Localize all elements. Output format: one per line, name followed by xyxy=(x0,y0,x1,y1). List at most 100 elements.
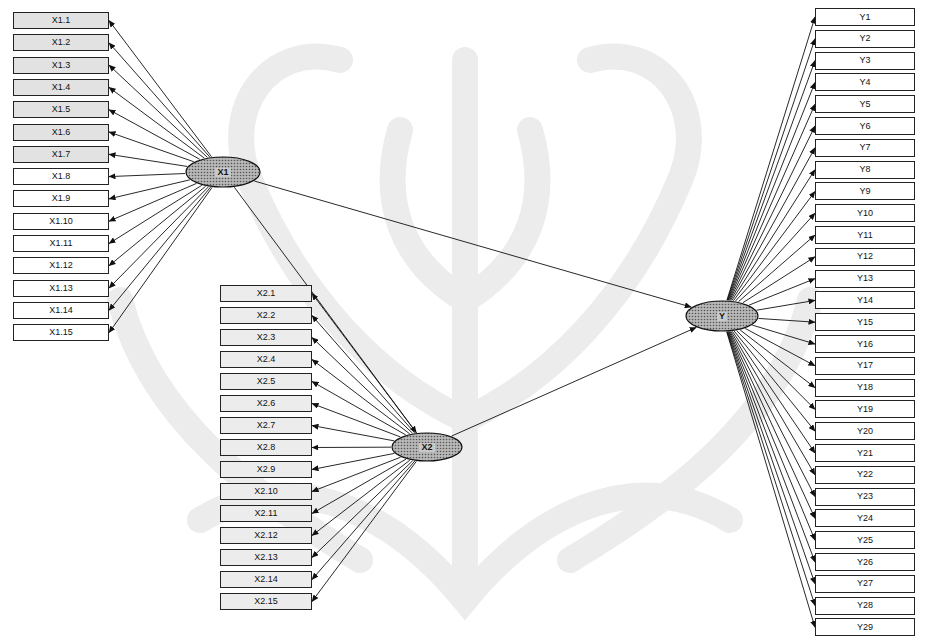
indicator-box: X2.9 xyxy=(220,461,312,478)
indicator-box: X2.7 xyxy=(220,417,312,434)
indicator-label: X2.11 xyxy=(255,509,278,518)
loading-arrow xyxy=(752,325,815,344)
indicator-box: X1.8 xyxy=(13,168,109,185)
indicator-label: Y1 xyxy=(859,13,870,22)
loading-arrow xyxy=(109,187,211,310)
indicator-box: Y5 xyxy=(815,95,915,113)
indicator-label: X2.7 xyxy=(257,421,276,430)
loading-arrow xyxy=(109,87,204,158)
indicator-label: X1.6 xyxy=(52,128,71,137)
loading-arrow xyxy=(728,61,815,301)
latent-variable: Y xyxy=(685,300,759,332)
indicator-box: X2.8 xyxy=(220,439,312,456)
indicator-box: Y4 xyxy=(815,73,915,91)
indicator-label: X2.12 xyxy=(254,531,278,540)
indicator-label: Y23 xyxy=(857,492,873,501)
loading-arrow xyxy=(312,461,413,558)
loading-arrow xyxy=(312,338,413,434)
path-arrow xyxy=(452,327,697,436)
indicator-box: Y3 xyxy=(815,52,915,70)
indicator-label: X1.15 xyxy=(49,328,73,337)
loading-arrow xyxy=(109,187,208,288)
indicator-box: Y16 xyxy=(815,335,915,353)
indicator-box: Y28 xyxy=(815,597,915,615)
indicator-label: Y20 xyxy=(857,427,873,436)
loading-arrow xyxy=(759,318,815,322)
indicator-box: Y29 xyxy=(815,618,915,636)
loading-arrow xyxy=(312,426,394,441)
latent-label: X2 xyxy=(419,443,434,452)
indicator-box: Y15 xyxy=(815,313,915,331)
indicator-label: Y16 xyxy=(857,340,873,349)
indicator-box: X2.5 xyxy=(220,373,312,390)
loading-arrow xyxy=(109,183,196,221)
indicator-box: X1.12 xyxy=(13,257,109,274)
loading-arrow xyxy=(727,332,815,606)
indicator-box: X2.15 xyxy=(220,593,312,610)
indicator-label: X1.4 xyxy=(52,83,71,92)
indicator-box: X1.4 xyxy=(13,79,109,96)
loading-arrow xyxy=(109,187,212,332)
indicator-label: Y9 xyxy=(859,187,870,196)
indicator-box: X2.6 xyxy=(220,395,312,412)
loading-arrow xyxy=(312,460,410,535)
indicator-box: Y24 xyxy=(815,509,915,527)
loading-arrow xyxy=(731,148,815,301)
loading-arrow xyxy=(730,126,815,300)
indicator-label: Y18 xyxy=(857,383,873,392)
loading-arrow xyxy=(729,332,815,540)
indicator-box: Y6 xyxy=(815,117,915,135)
indicator-label: X1.14 xyxy=(49,306,73,315)
loading-arrow xyxy=(729,104,815,300)
loading-arrow xyxy=(733,191,815,300)
loading-arrow xyxy=(743,257,815,303)
loading-arrow xyxy=(312,459,406,513)
indicator-box: X1.7 xyxy=(13,146,109,163)
indicator-box: X1.10 xyxy=(13,213,109,230)
path-arrow xyxy=(254,181,691,307)
loading-arrow xyxy=(312,447,391,448)
latent-label: Y xyxy=(717,312,727,321)
loading-arrow xyxy=(727,332,815,584)
indicator-label: X2.3 xyxy=(257,333,276,342)
loading-arrow xyxy=(109,21,212,157)
indicator-label: X2.8 xyxy=(257,443,276,452)
loading-arrow xyxy=(312,382,406,435)
loading-arrow xyxy=(732,170,815,301)
indicator-label: X1.11 xyxy=(50,239,73,248)
indicator-box: X1.5 xyxy=(13,101,109,118)
indicator-label: Y28 xyxy=(857,601,873,610)
loading-arrow xyxy=(756,300,815,310)
indicator-label: Y17 xyxy=(857,361,873,370)
indicator-label: Y21 xyxy=(857,449,873,458)
loading-arrow xyxy=(109,174,185,177)
indicator-box: X2.10 xyxy=(220,483,312,500)
indicator-label: Y8 xyxy=(859,165,870,174)
indicator-label: Y24 xyxy=(857,514,873,523)
indicator-box: Y9 xyxy=(815,182,915,200)
indicator-box: Y19 xyxy=(815,400,915,418)
indicator-label: X2.13 xyxy=(254,553,278,562)
loading-arrow xyxy=(727,17,815,300)
indicator-label: Y13 xyxy=(857,274,873,283)
indicator-box: Y22 xyxy=(815,466,915,484)
indicator-box: X2.11 xyxy=(220,505,312,522)
loading-arrow xyxy=(312,294,416,433)
indicator-label: X2.14 xyxy=(254,575,278,584)
indicator-label: X2.9 xyxy=(257,465,276,474)
loading-arrow xyxy=(731,332,815,475)
indicator-box: X1.14 xyxy=(13,302,109,319)
loading-arrow xyxy=(729,332,815,519)
indicator-box: X1.15 xyxy=(13,324,109,341)
indicator-label: Y11 xyxy=(857,231,872,240)
indicator-box: Y13 xyxy=(815,270,915,288)
loading-arrow xyxy=(727,39,815,300)
indicator-label: X1.8 xyxy=(52,172,71,181)
loading-arrow xyxy=(312,461,415,579)
loading-arrow xyxy=(728,332,815,562)
indicator-label: X2.5 xyxy=(257,377,276,386)
indicator-box: Y23 xyxy=(815,488,915,506)
indicator-label: Y29 xyxy=(857,623,873,632)
indicator-label: X1.9 xyxy=(52,194,71,203)
loading-arrow xyxy=(312,461,416,601)
